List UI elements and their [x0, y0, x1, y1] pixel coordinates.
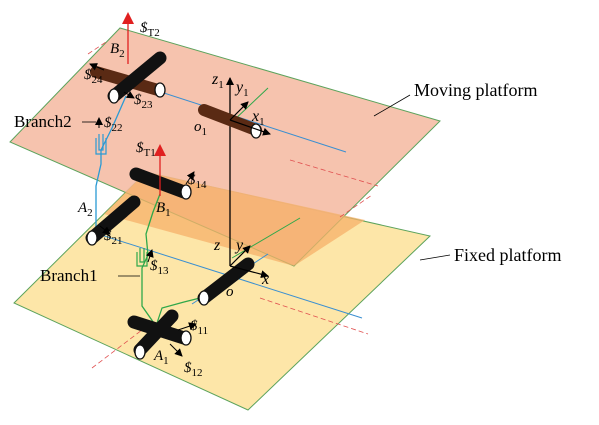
platform-overlap [104, 172, 365, 266]
screw-st2-label: $T2 [140, 20, 160, 39]
y1-axis-arrow [229, 101, 249, 121]
x1-axis-arrow [229, 119, 271, 136]
prismatic-joint-22 [95, 134, 107, 155]
joint-11-12-cross [127, 309, 192, 360]
arrow-s11 [177, 322, 197, 331]
leader-moving-platform [373, 94, 411, 117]
joint-21 [85, 195, 141, 246]
y-axis-label: y [234, 237, 244, 254]
screw-s21-label: $21 [104, 228, 123, 247]
arrow-s14 [185, 171, 195, 185]
moving-dash-line-2 [289, 159, 379, 187]
arrow-s21 [99, 225, 111, 235]
point-a2-label: A2 [77, 200, 93, 219]
arrow-s24 [89, 63, 105, 71]
joint-23-24-cross [90, 51, 167, 104]
point-o-label: o [226, 284, 234, 300]
screw-s14-label: $14 [188, 172, 207, 191]
y1-axis-label: y1 [234, 79, 249, 99]
moving-y1-axis-line [231, 87, 269, 123]
branch2-label: Branch2 [14, 112, 72, 131]
screw-s12-label: $12 [184, 360, 203, 379]
y-axis-arrow [229, 245, 251, 267]
fixed-platform-label: Fixed platform [454, 245, 561, 265]
x1-axis-label: x1 [251, 108, 265, 128]
screw-s13-label: $13 [150, 258, 169, 277]
point-b2-label: B2 [110, 41, 125, 60]
screw-s23-label: $23 [134, 92, 153, 111]
z-axis-label: z [213, 237, 221, 254]
x-axis-label: x [261, 271, 269, 288]
prismatic-joint-13 [136, 248, 148, 267]
arrow-s12 [169, 343, 183, 357]
moving-platform-label: Moving platform [414, 80, 538, 100]
branch1-label: Branch1 [40, 266, 98, 285]
screw-s22-label: $22 [104, 115, 123, 134]
point-a1-label: A1 [153, 348, 169, 367]
fixed-dash-line-2 [259, 297, 369, 335]
leader-fixed-platform [419, 254, 451, 261]
z1-axis-label: z1 [211, 71, 224, 91]
moving-dash-line-1 [87, 41, 107, 55]
screw-s11-label: $11 [190, 318, 208, 337]
arrow-s13 [145, 249, 154, 263]
arrow-s23 [123, 90, 135, 99]
x-axis-arrow [229, 265, 269, 279]
point-o1-label: o1 [194, 119, 207, 138]
fixed-dash-line-1 [91, 329, 143, 369]
screw-s24-label: $24 [84, 67, 103, 86]
joint-base-o [197, 257, 255, 306]
branch1-link-to-base [155, 297, 201, 327]
fixed-dash-line-3 [339, 194, 373, 218]
branch2-chain [93, 95, 127, 237]
screw-st1-label: $T1 [136, 140, 156, 159]
point-b1-label: B1 [156, 200, 171, 219]
